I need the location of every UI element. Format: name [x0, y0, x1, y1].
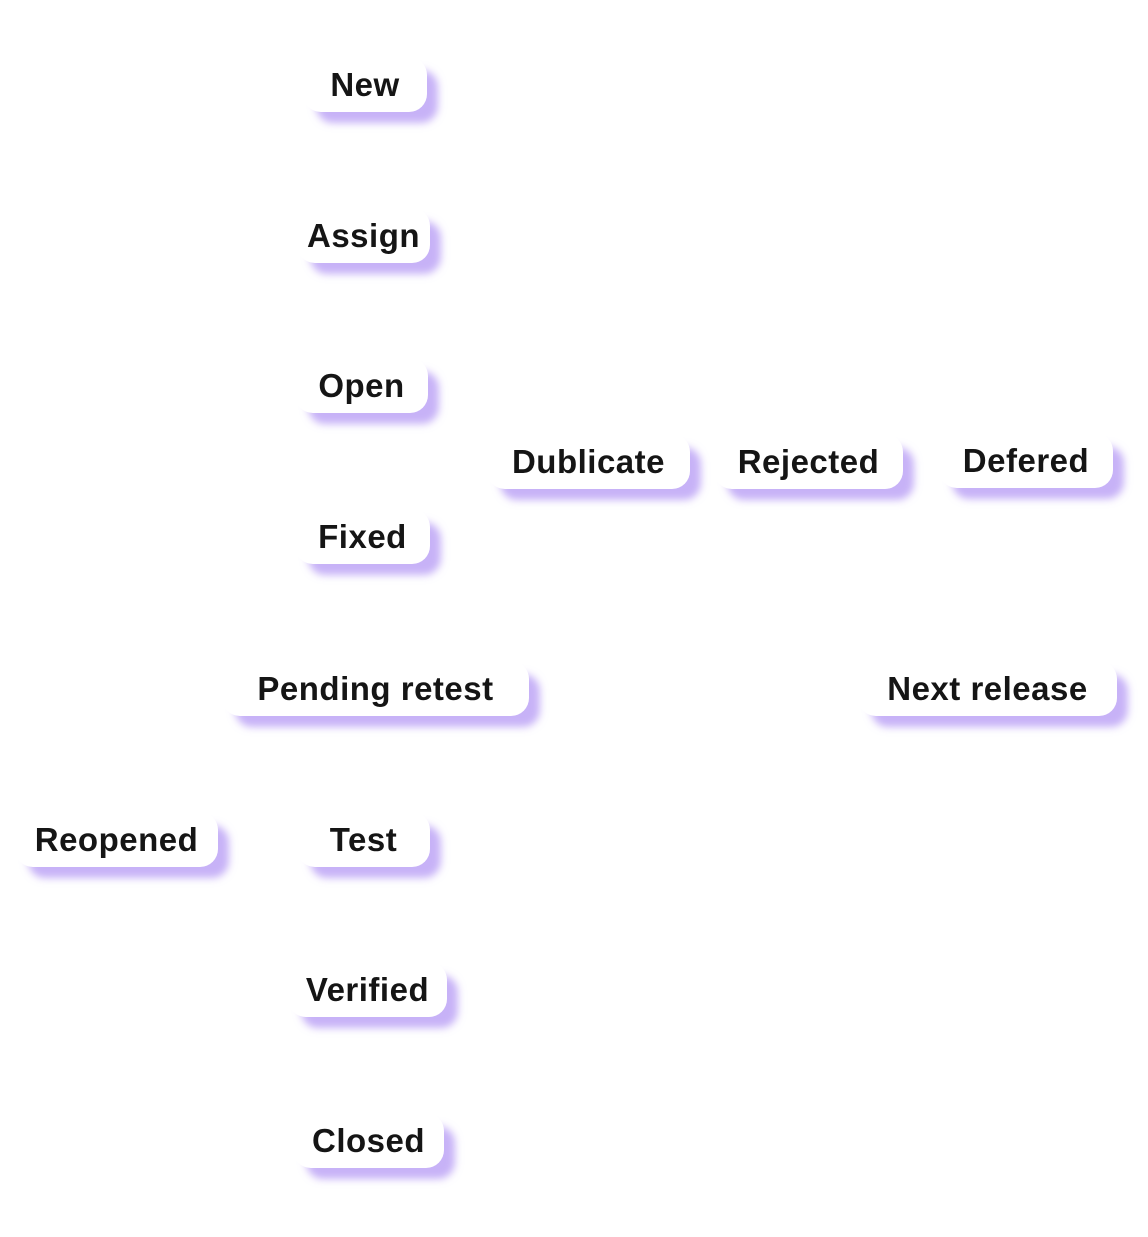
node-closed: Closed [293, 1113, 444, 1168]
node-assign: Assign [297, 208, 430, 263]
node-pending-retest: Pending retest [222, 661, 529, 716]
node-open: Open [295, 358, 428, 413]
node-new: New [303, 57, 427, 112]
node-next-release: Next release [858, 661, 1117, 716]
node-test: Test [297, 812, 430, 867]
node-verified: Verified [288, 962, 447, 1017]
node-fixed: Fixed [295, 509, 430, 564]
node-dublicate: Dublicate [487, 434, 690, 489]
node-rejected: Rejected [714, 434, 903, 489]
node-defered: Defered [939, 433, 1113, 488]
node-reopened: Reopened [15, 812, 218, 867]
